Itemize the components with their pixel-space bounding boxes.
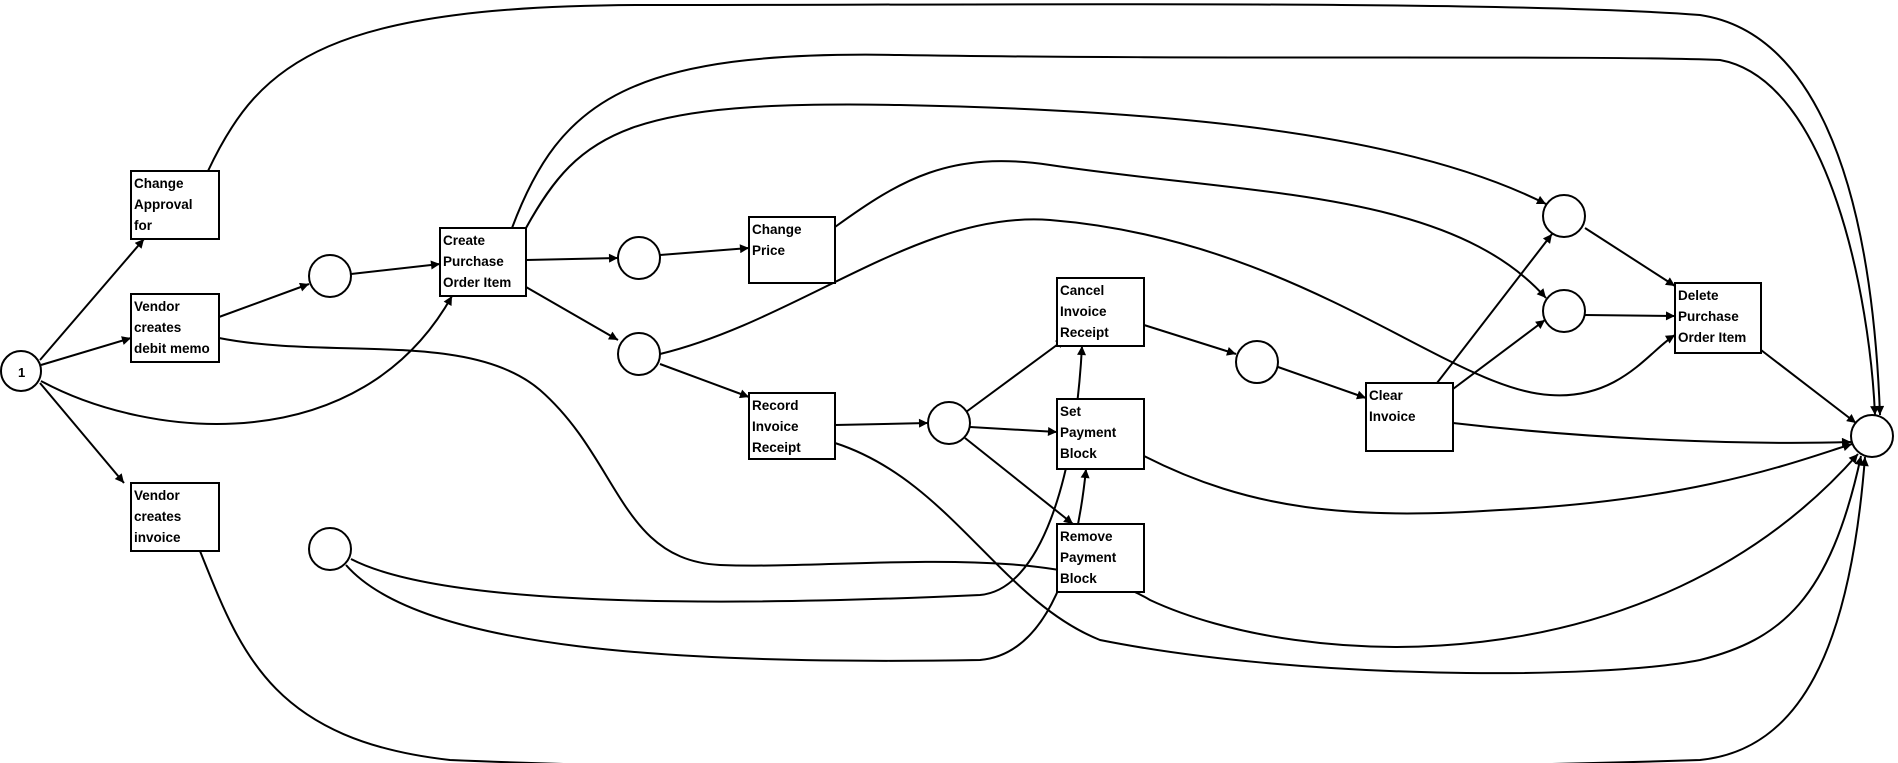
arc-19: [1584, 227, 1676, 287]
arc-10: [659, 363, 750, 399]
arc-32: [1143, 442, 1853, 515]
arc-33: [834, 442, 1864, 675]
place-start: [0, 350, 42, 392]
arc-8: [659, 244, 750, 256]
transition-set-payment-block: [1056, 398, 1145, 470]
transition-vendor-debit-memo: [130, 293, 220, 363]
arc-3: [39, 382, 125, 484]
transition-vendor-invoice: [130, 482, 220, 552]
transition-create-po-item: [439, 227, 527, 297]
transition-clear-invoice: [1365, 382, 1454, 452]
transition-record-invoice-receipt: [748, 392, 836, 460]
arc-12: [965, 338, 1066, 413]
place-p-record: [927, 401, 971, 445]
arc-26: [199, 456, 1869, 763]
arc-18: [1452, 319, 1546, 390]
arc-23: [218, 337, 1859, 648]
arc-20: [1584, 311, 1676, 321]
arc-2: [40, 336, 132, 366]
arc-11: [834, 418, 929, 428]
arc-24: [350, 345, 1087, 603]
place-p-po: [617, 332, 661, 376]
place-end: [1850, 414, 1894, 458]
arc-29: [525, 103, 1547, 229]
arc-13: [969, 426, 1058, 436]
arc-16: [1277, 366, 1367, 400]
arc-22: [1452, 422, 1852, 447]
arc-31: [659, 218, 1676, 397]
arc-5: [218, 282, 310, 318]
place-p-cancel: [1235, 340, 1279, 384]
place-p-del-b: [1542, 289, 1586, 333]
arc-1: [39, 238, 145, 361]
arc-27: [207, 3, 1885, 416]
arc-15: [1143, 324, 1237, 356]
transition-remove-payment-block: [1056, 523, 1145, 593]
place-p-del-a: [1542, 194, 1586, 238]
transition-delete-po-item: [1674, 282, 1762, 354]
arc-6: [350, 260, 441, 275]
transition-cancel-invoice-receipt: [1056, 277, 1145, 347]
arc-9: [525, 286, 619, 341]
arc-7: [525, 253, 619, 263]
arc-4: [40, 295, 453, 425]
arc-28: [511, 53, 1880, 416]
transition-change-approval: [130, 170, 220, 240]
place-p-after-debit: [308, 254, 352, 298]
arc-21: [1760, 349, 1857, 424]
place-p-price: [617, 236, 661, 280]
transition-change-price: [748, 216, 836, 284]
arc-30: [834, 160, 1547, 299]
arc-17: [1436, 233, 1553, 384]
place-p-after-invoice: [308, 527, 352, 571]
